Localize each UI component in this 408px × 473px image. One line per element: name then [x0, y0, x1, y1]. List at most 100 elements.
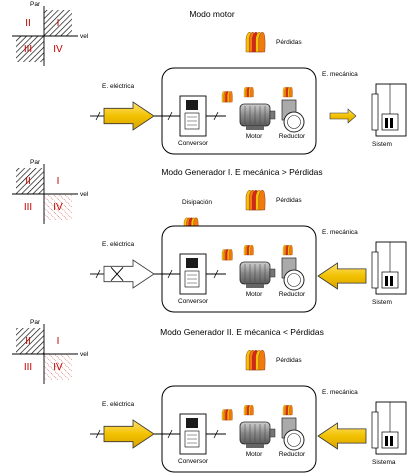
- system-door: [371, 411, 379, 449]
- wire-slash: [95, 429, 101, 439]
- reducer-losses: [282, 404, 293, 416]
- axis-label-par: Par: [30, 319, 41, 326]
- loss-flame: [228, 409, 233, 421]
- axis-label-vel: vel: [80, 351, 89, 358]
- quadrant-label-II: II: [25, 18, 31, 29]
- quadrant-label-I: I: [57, 18, 60, 29]
- converter: Conversor: [178, 95, 209, 147]
- reducer-wheel-inner: [287, 273, 301, 287]
- loss-flame: [289, 86, 293, 98]
- losses-label: Pérdidas: [276, 197, 302, 204]
- mechanical-system: Sistem: [371, 83, 407, 148]
- motor-losses: [243, 86, 254, 98]
- wire-slash: [95, 269, 101, 279]
- system-person: [385, 276, 388, 286]
- wire-slash: [213, 429, 219, 439]
- converter-losses: [221, 249, 233, 261]
- quadrant-hatch: [16, 328, 44, 354]
- loss-flame: [250, 244, 254, 256]
- motor: Motor: [239, 103, 276, 140]
- motor-base: [246, 284, 264, 288]
- loss-flame: [289, 404, 293, 416]
- reducer: Reductor: [279, 257, 306, 298]
- quadrant-label-IV: IV: [53, 362, 63, 373]
- mechanical-energy-label: E. mecánica: [322, 71, 358, 78]
- quadrant-hatch: [44, 10, 72, 36]
- converter: Conversor: [178, 253, 209, 305]
- motor-losses: [243, 244, 254, 256]
- electric-energy-label: E. eléctrica: [102, 241, 135, 248]
- loss-flame: [228, 249, 233, 261]
- loss-flame: [250, 86, 254, 98]
- wire-slash: [95, 111, 101, 121]
- reducer: Reductor: [279, 417, 306, 458]
- mode-title: Modo Generador II. E mécanica < Pérdidas: [160, 327, 324, 337]
- converter-panel: [184, 112, 200, 130]
- system-person: [385, 118, 388, 128]
- losses-flames: [245, 189, 266, 211]
- reducer-label: Reductor: [279, 451, 306, 458]
- loss-flame: [258, 349, 266, 371]
- converter-display: [186, 258, 198, 268]
- axis-label-vel: vel: [80, 33, 89, 40]
- converter-body: [179, 253, 207, 295]
- quadrant-label-III: III: [24, 202, 32, 213]
- quadrant-label-II: II: [25, 176, 31, 187]
- loss-flame: [258, 189, 266, 211]
- mechanical-energy-arrow: [329, 108, 357, 124]
- converter-label: Conversor: [178, 140, 209, 147]
- motor: Motor: [239, 421, 276, 458]
- electric-energy-arrow: [103, 259, 155, 289]
- mechanical-energy-label: E. mecánica: [322, 389, 358, 396]
- system-label: Sistem: [372, 299, 392, 306]
- quadrant-label-I: I: [57, 176, 60, 187]
- quadrant-label-I: I: [57, 336, 60, 347]
- motor: Motor: [239, 261, 276, 298]
- reducer-losses: [282, 86, 293, 98]
- converter-panel: [184, 270, 200, 288]
- converter-losses: [221, 91, 233, 103]
- motor-label: Motor: [246, 291, 263, 298]
- system-person: [385, 436, 388, 446]
- system-person: [390, 118, 393, 128]
- converter-panel: [184, 430, 200, 448]
- quadrant-label-III: III: [24, 44, 32, 55]
- motor-shaft: [269, 110, 276, 120]
- system-door: [371, 251, 379, 289]
- mechanical-energy-label: E. mecánica: [322, 229, 358, 236]
- electric-energy-arrow: [103, 419, 155, 449]
- motor-shaft: [269, 268, 276, 278]
- reducer-wheel: [283, 429, 305, 451]
- loss-flame: [258, 31, 266, 53]
- motor-label: Motor: [246, 133, 263, 140]
- quadrant-hatch: [44, 194, 72, 220]
- loss-flame: [250, 404, 254, 416]
- quadrant-label-III: III: [24, 362, 32, 373]
- motor-label: Motor: [246, 451, 263, 458]
- reducer-wheel: [283, 111, 305, 133]
- loss-flame: [289, 244, 293, 256]
- converter-label: Conversor: [178, 298, 209, 305]
- reducer-label: Reductor: [279, 291, 306, 298]
- motor-losses: [243, 404, 254, 416]
- quadrant-label-IV: IV: [53, 44, 63, 55]
- mechanical-system: Sistema: [371, 401, 407, 466]
- mode-title: Modo Generador I. E mecánica > Pérdidas: [161, 167, 322, 177]
- converter-label: Conversor: [178, 458, 209, 465]
- wire-slash: [167, 429, 173, 439]
- reducer-wheel-inner: [287, 433, 301, 447]
- reducer-label: Reductor: [279, 133, 306, 140]
- converter-display: [186, 418, 198, 428]
- reducer-wheel: [283, 269, 305, 291]
- system-door: [371, 93, 379, 131]
- electric-energy-arrow: [103, 101, 155, 131]
- motor-base: [246, 126, 264, 130]
- axis-label-par: Par: [30, 159, 41, 166]
